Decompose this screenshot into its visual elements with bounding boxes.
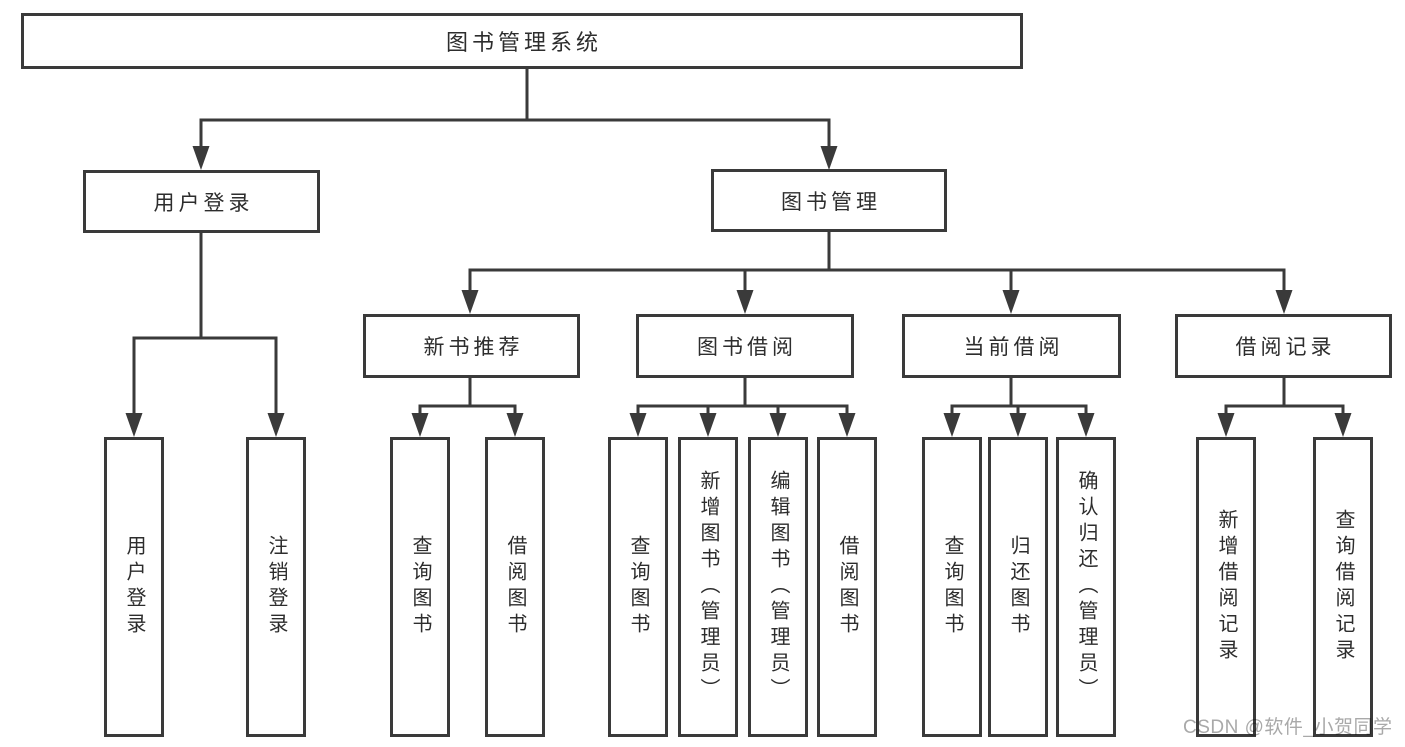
leaf-add-record: 新增借阅记录 bbox=[1196, 437, 1256, 737]
node-book-borrow: 图书借阅 bbox=[636, 314, 854, 378]
leaf-return-book: 归还图书 bbox=[988, 437, 1048, 737]
node-current-borrow: 当前借阅 bbox=[902, 314, 1121, 378]
leaf-borrow-book: 借阅图书 bbox=[817, 437, 877, 737]
leaf-confirm-return-label: 确认归还（管理员） bbox=[1075, 470, 1097, 704]
leaf-user-login: 用户登录 bbox=[104, 437, 164, 737]
leaf-newbook-borrow-label: 借阅图书 bbox=[504, 535, 526, 639]
node-borrow-records-label: 借阅记录 bbox=[1235, 336, 1336, 359]
node-book-borrow-label: 图书借阅 bbox=[697, 336, 797, 359]
leaf-current-query-label: 查询图书 bbox=[941, 535, 963, 639]
leaf-query-record: 查询借阅记录 bbox=[1313, 437, 1373, 737]
leaf-newbook-query: 查询图书 bbox=[390, 437, 450, 737]
leaf-return-book-label: 归还图书 bbox=[1007, 535, 1029, 639]
watermark: CSDN @软件_小贺同学 bbox=[1183, 717, 1393, 738]
leaf-borrow-query: 查询图书 bbox=[608, 437, 668, 737]
leaf-confirm-return: 确认归还（管理员） bbox=[1056, 437, 1116, 737]
leaf-borrow-book-label: 借阅图书 bbox=[836, 535, 858, 639]
node-user-login-label: 用户登录 bbox=[153, 191, 254, 215]
node-book-mgmt-label: 图书管理 bbox=[781, 190, 881, 214]
node-root: 图书管理系统 bbox=[21, 13, 1023, 69]
node-borrow-records: 借阅记录 bbox=[1175, 314, 1392, 378]
leaf-add-record-label: 新增借阅记录 bbox=[1215, 509, 1237, 665]
leaf-borrow-edit-book: 编辑图书（管理员） bbox=[748, 437, 808, 737]
node-new-book-rec: 新书推荐 bbox=[363, 314, 580, 378]
leaf-newbook-query-label: 查询图书 bbox=[409, 535, 431, 639]
node-new-book-rec-label: 新书推荐 bbox=[423, 336, 524, 359]
leaf-borrow-add-book-label: 新增图书（管理员） bbox=[697, 470, 719, 704]
leaf-newbook-borrow: 借阅图书 bbox=[485, 437, 545, 737]
node-book-mgmt: 图书管理 bbox=[711, 169, 947, 232]
leaf-borrow-query-label: 查询图书 bbox=[627, 535, 649, 639]
leaf-current-query: 查询图书 bbox=[922, 437, 982, 737]
node-root-label: 图书管理系统 bbox=[445, 30, 602, 55]
node-user-login: 用户登录 bbox=[83, 170, 320, 233]
leaf-user-login-label: 用户登录 bbox=[123, 535, 145, 639]
leaf-logout-label: 注销登录 bbox=[265, 535, 287, 639]
leaf-borrow-edit-book-label: 编辑图书（管理员） bbox=[767, 470, 789, 704]
leaf-query-record-label: 查询借阅记录 bbox=[1332, 509, 1354, 665]
node-current-borrow-label: 当前借阅 bbox=[963, 336, 1064, 359]
leaf-borrow-add-book: 新增图书（管理员） bbox=[678, 437, 738, 737]
leaf-logout: 注销登录 bbox=[246, 437, 306, 737]
